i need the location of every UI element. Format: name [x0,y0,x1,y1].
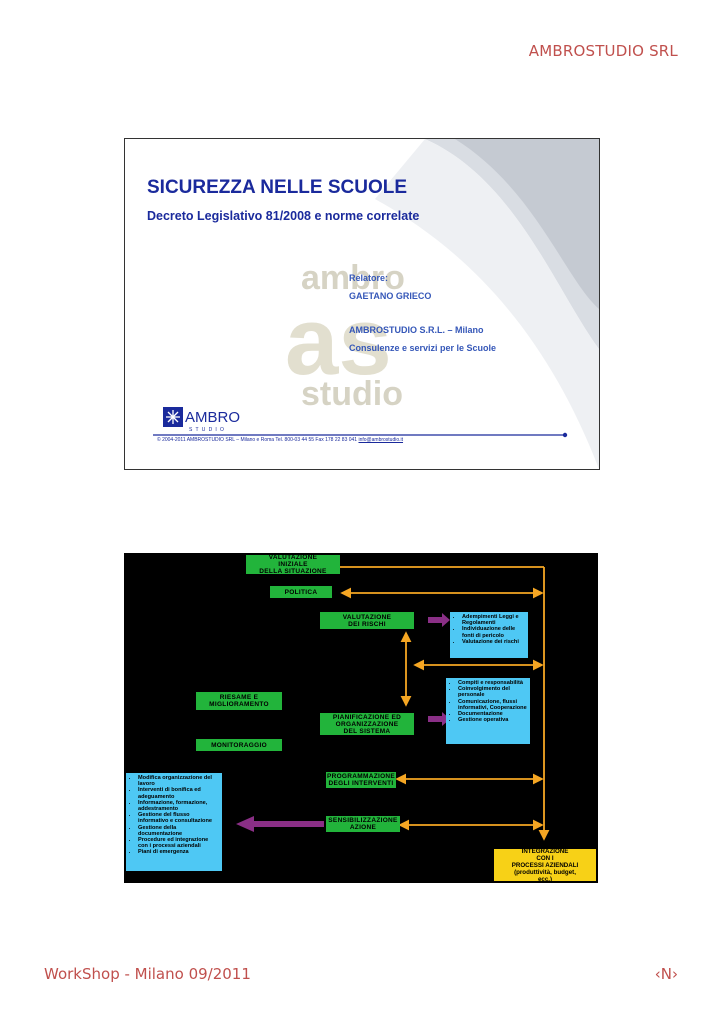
page-footer-left: WorkShop - Milano 09/2011 [44,965,251,983]
slide-title: SICUREZZA NELLE SCUOLE [147,177,408,198]
box-monitoraggio: MONITORAGGIO [196,739,282,751]
list-item: Compiti e responsabilità [458,680,527,686]
list-item: Documentazione [458,711,527,717]
footer-copyright: © 2004-2011 AMBROSTUDIO SRL – Milano e R… [157,437,358,443]
page-number: ‹N› [654,965,678,983]
relatore-name: GAETANO GRIECO [349,291,432,301]
slide-background-swoosh: ambro as studio [153,139,599,469]
box-politica: POLITICA [270,586,332,598]
footer-email-link[interactable]: info@ambrostudio.it [358,437,404,443]
list-item: Adempimenti Leggi e Regolamenti [462,614,525,626]
ambrostudio-logo: AMBRO STUDIO [163,407,253,437]
company-tagline: Consulenze e servizi per le Scuole [349,343,497,353]
company-name: AMBROSTUDIO S.R.L. – Milano [349,325,484,335]
watermark-studio: studio [301,375,403,413]
list-item: Comunicazione, flussi informativi, Coope… [458,699,527,711]
list-sensibilizzazione: Modifica organizzazione del lavoro Inter… [126,773,222,871]
list-item: Modifica organizzazione del lavoro [138,775,219,787]
diagram-connectors [236,566,550,841]
watermark-ambro: ambro [301,259,405,297]
list-item: Valutazione dei rischi [462,639,525,645]
list-valutazione-rischi: Adempimenti Leggi e Regolamenti Individu… [450,612,528,658]
list-item: Procedure ed integrazione con i processi… [138,837,219,849]
list-item: Gestione della documentazione [138,825,219,837]
box-integrazione: INTEGRAZIONE CON I PROCESSI AZIENDALI (p… [494,848,596,883]
list-item: Piani di emergenza [138,849,219,855]
list-item: Coinvolgimento del personale [458,686,527,698]
list-item: Gestione operativa [458,717,527,723]
title-slide: ambro as studio SICUREZZA NELLE SCUOLE D… [124,138,600,470]
slide-subtitle: Decreto Legislativo 81/2008 e norme corr… [147,209,420,223]
list-item: Gestione del flusso informativo e consul… [138,812,219,824]
svg-text:as: as [285,288,392,395]
svg-text:STUDIO: STUDIO [189,427,227,433]
list-item: Informazione, formazione, addestramento [138,800,219,812]
page-header: AMBROSTUDIO SRL [528,42,678,60]
list-pianificazione: Compiti e responsabilità Coinvolgimento … [446,678,530,744]
list-item: Individuazione delle fonti di pericolo [462,626,525,638]
relatore-label: Relatore: [349,273,389,283]
slide-footer: © 2004-2011 AMBROSTUDIO SRL – Milano e R… [157,437,403,443]
logo-text: AMBRO [185,409,240,426]
list-item: Interventi di bonifica ed adeguamento [138,787,219,799]
